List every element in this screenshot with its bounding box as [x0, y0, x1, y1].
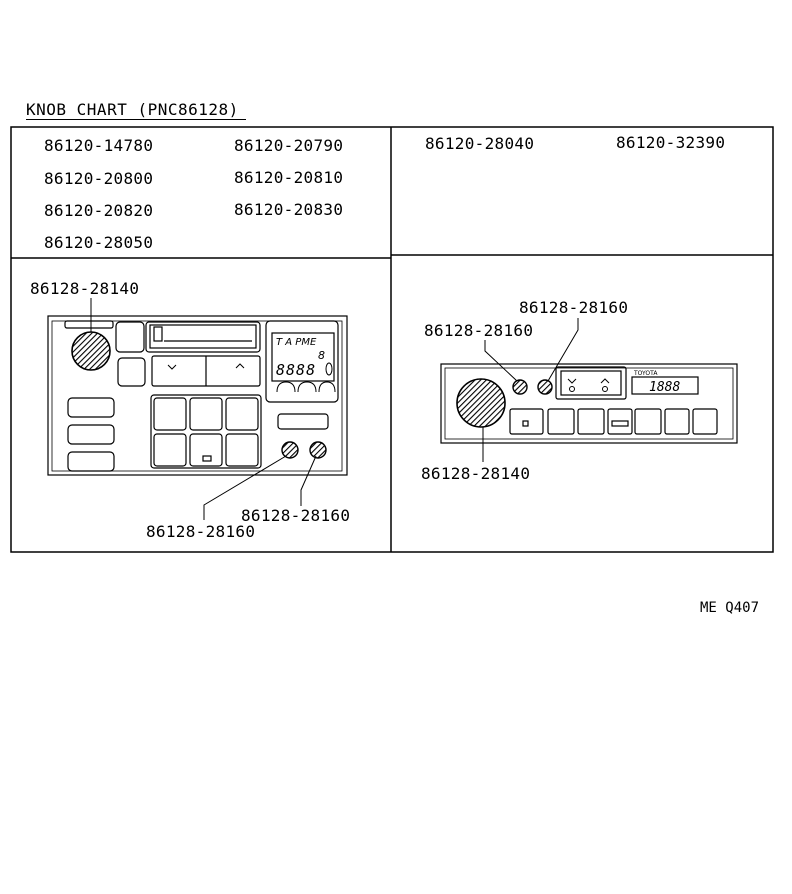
- leader-lines-left: [90, 298, 317, 520]
- display-mode-text: T A PME: [276, 337, 317, 348]
- callout-small-knob-right-2: 86128-28160: [519, 298, 629, 317]
- small-knob-right-2: [537, 379, 553, 395]
- part-number: 86120-20790: [234, 136, 344, 155]
- callout-small-knob-left-1: 86128-28160: [146, 522, 256, 541]
- leader-lines-right: [482, 318, 579, 462]
- small-knob-right-1: [512, 379, 528, 395]
- part-number: 86120-20800: [44, 169, 154, 188]
- part-number: 86120-14780: [44, 136, 154, 155]
- chart-table-frame: [10, 126, 774, 553]
- volume-knob-left: [71, 331, 111, 371]
- part-number: 86120-20810: [234, 168, 344, 187]
- part-number: 86120-20830: [234, 200, 344, 219]
- small-knob-left-2: [309, 441, 327, 459]
- chart-title: KNOB CHART (PNC86128): [26, 100, 239, 119]
- volume-knob-right: [456, 378, 506, 428]
- brand-text: TOYOTA: [633, 370, 658, 377]
- callout-small-knob-left-2: 86128-28160: [241, 506, 351, 525]
- part-number: 86120-28040: [425, 134, 535, 153]
- radio-unit-right: [440, 363, 738, 444]
- part-number: 86120-32390: [616, 133, 726, 152]
- callout-volume-knob-right: 86128-28140: [421, 464, 531, 483]
- part-number: 86120-28050: [44, 233, 154, 252]
- part-number: 86120-20820: [44, 201, 154, 220]
- display-main-text: 8888: [276, 361, 316, 379]
- callout-small-knob-right-1: 86128-28160: [424, 321, 534, 340]
- small-knob-left-1: [281, 441, 299, 459]
- callout-volume-knob-left: 86128-28140: [30, 279, 140, 298]
- radio-unit-left: [47, 315, 348, 476]
- title-underline: [26, 119, 246, 120]
- figure-code: ME Q407: [700, 600, 760, 616]
- display-main-text-right: 1888: [649, 380, 680, 395]
- display-digit-text: 8: [318, 349, 325, 362]
